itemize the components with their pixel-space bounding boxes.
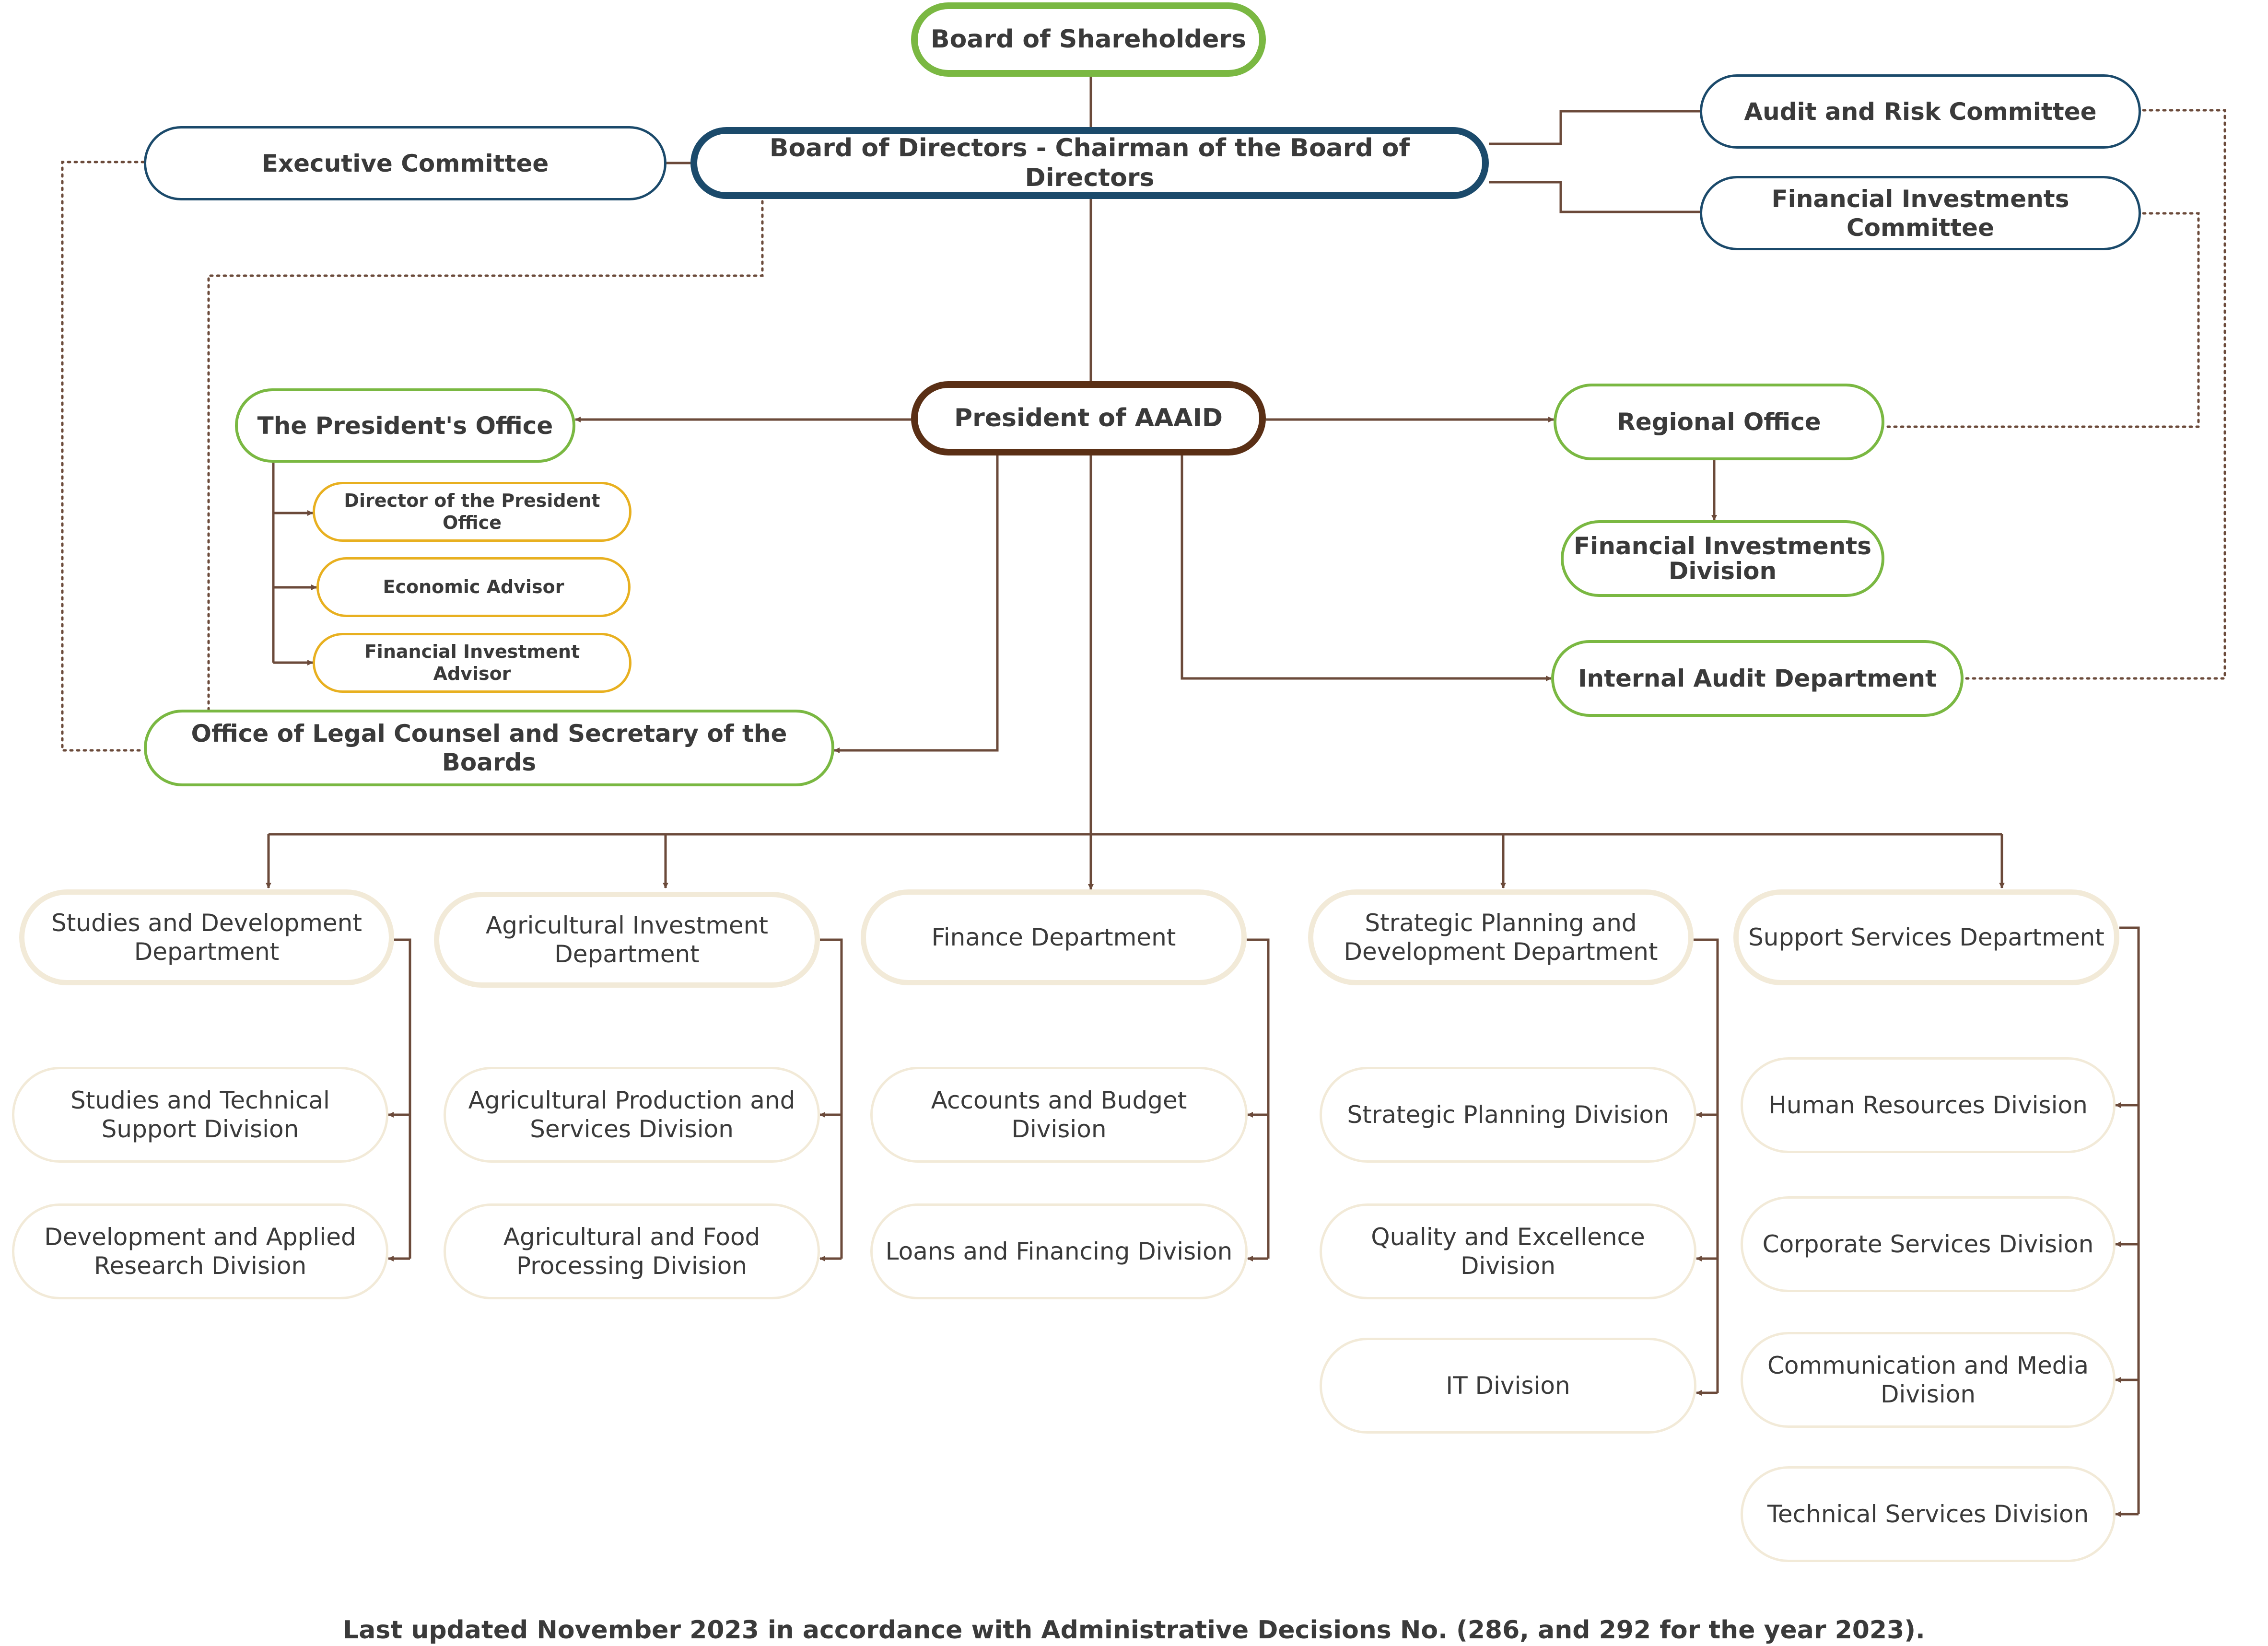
regional-office: Regional Office bbox=[1554, 384, 1884, 460]
division-quality-excellence: Quality and Excellence Division bbox=[1320, 1203, 1696, 1299]
division-agricultural-production-services: Agricultural Production and Services Div… bbox=[444, 1067, 820, 1163]
footer-note: Last updated November 2023 in accordance… bbox=[343, 1616, 1925, 1645]
division-strategic-planning: Strategic Planning Division bbox=[1320, 1067, 1696, 1163]
division-human-resources: Human Resources Division bbox=[1741, 1057, 2116, 1153]
office-of-legal-counsel: Office of Legal Counsel and Secretary of… bbox=[144, 710, 834, 786]
director-of-president-office: Director of the President Office bbox=[313, 482, 631, 542]
president-of-aaaid: President of AAAID bbox=[911, 381, 1266, 455]
division-communication-media: Communication and Media Division bbox=[1741, 1332, 2116, 1428]
division-technical-services: Technical Services Division bbox=[1741, 1466, 2116, 1562]
division-accounts-budget: Accounts and Budget Division bbox=[870, 1067, 1248, 1163]
division-loans-financing: Loans and Financing Division bbox=[870, 1203, 1248, 1299]
financial-investments-committee: Financial Investments Committee bbox=[1700, 176, 2141, 250]
department-finance: Finance Department bbox=[861, 889, 1247, 985]
executive-committee: Executive Committee bbox=[144, 126, 666, 200]
division-development-applied-research: Development and Applied Research Divisio… bbox=[12, 1203, 388, 1299]
board-of-directors: Board of Directors - Chairman of the Boa… bbox=[690, 127, 1489, 199]
presidents-office: The President's Office bbox=[235, 388, 575, 463]
financial-investment-advisor: Financial Investment Advisor bbox=[313, 633, 631, 693]
board-of-shareholders: Board of Shareholders bbox=[911, 2, 1266, 77]
department-studies-development: Studies and Development Department bbox=[19, 889, 394, 985]
division-agricultural-food-processing: Agricultural and Food Processing Divisio… bbox=[444, 1203, 820, 1299]
department-support-services: Support Services Department bbox=[1733, 889, 2119, 985]
department-agricultural-investment: Agricultural Investment Department bbox=[434, 892, 820, 988]
division-it: IT Division bbox=[1320, 1338, 1696, 1434]
financial-investments-division: Financial Investments Division bbox=[1561, 520, 1884, 597]
division-corporate-services: Corporate Services Division bbox=[1741, 1196, 2116, 1292]
division-studies-technical-support: Studies and Technical Support Division bbox=[12, 1067, 388, 1163]
department-strategic-planning: Strategic Planning and Development Depar… bbox=[1308, 889, 1694, 985]
internal-audit-department: Internal Audit Department bbox=[1551, 640, 1964, 717]
economic-advisor: Economic Advisor bbox=[316, 557, 631, 617]
audit-risk-committee: Audit and Risk Committee bbox=[1700, 74, 2141, 149]
